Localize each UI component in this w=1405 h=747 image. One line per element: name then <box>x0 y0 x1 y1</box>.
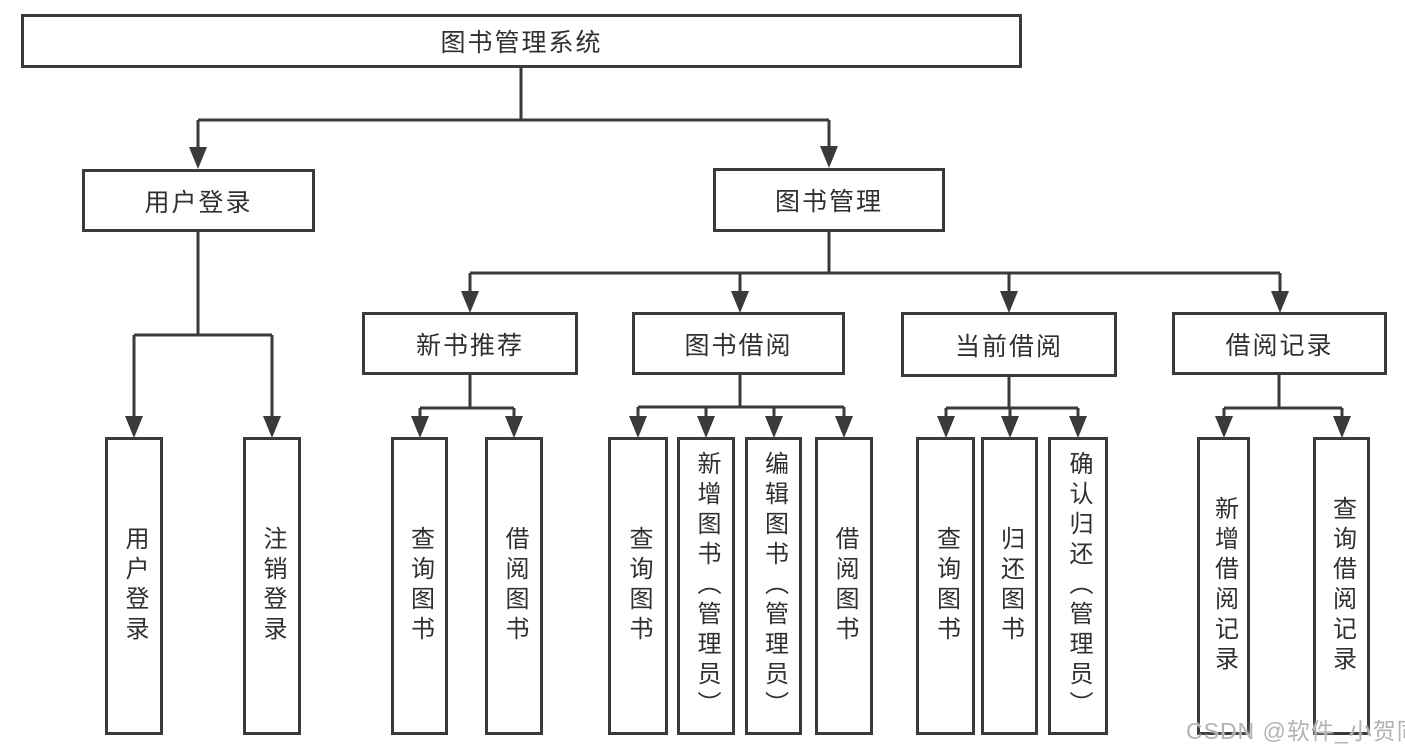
leaf-user-login: 用户登录 <box>105 437 163 735</box>
leaf-query-books-recommend: 查询图书 <box>391 437 448 735</box>
leaf-label: 用户登录 <box>121 526 148 646</box>
node-borrowing-records: 借阅记录 <box>1172 312 1387 375</box>
node-label: 图书借阅 <box>684 331 793 360</box>
node-book-management: 图书管理 <box>713 168 945 232</box>
node-library-system: 图书管理系统 <box>21 14 1022 68</box>
node-label: 借阅记录 <box>1225 331 1334 360</box>
leaf-add-book-admin: 新增图书（管理员） <box>677 437 735 735</box>
leaf-add-borrow-record: 新增借阅记录 <box>1197 437 1250 735</box>
leaf-label: 新增图书（管理员） <box>693 451 720 721</box>
node-new-book-recommendation: 新书推荐 <box>362 312 578 375</box>
node-label: 图书管理系统 <box>440 29 603 57</box>
leaf-label: 归还图书 <box>996 526 1024 646</box>
leaf-return-books: 归还图书 <box>981 437 1038 735</box>
leaf-label: 编辑图书（管理员） <box>760 451 788 721</box>
node-label: 新书推荐 <box>415 331 524 360</box>
node-user-login: 用户登录 <box>82 169 315 232</box>
node-label: 当前借阅 <box>954 332 1063 361</box>
leaf-label: 查询图书 <box>625 526 652 646</box>
leaf-confirm-return-admin: 确认归还（管理员） <box>1048 437 1108 735</box>
leaf-label: 查询借阅记录 <box>1328 496 1356 676</box>
leaf-query-books-borrowing: 查询图书 <box>608 437 668 735</box>
leaf-label: 确认归还（管理员） <box>1065 451 1092 721</box>
leaf-edit-book-admin: 编辑图书（管理员） <box>745 437 802 735</box>
leaf-label: 借阅图书 <box>501 526 528 646</box>
watermark: CSDN @软件_小贺同学 <box>1186 718 1405 744</box>
leaf-query-books-current: 查询图书 <box>916 437 975 735</box>
leaf-borrow-books-recommend: 借阅图书 <box>485 437 543 735</box>
node-label: 图书管理 <box>774 188 883 216</box>
leaf-label: 查询图书 <box>932 526 960 646</box>
leaf-label: 查询图书 <box>406 526 434 646</box>
leaf-logout: 注销登录 <box>243 437 301 735</box>
leaf-query-borrow-record: 查询借阅记录 <box>1313 437 1370 735</box>
node-book-borrowing: 图书借阅 <box>632 312 845 375</box>
node-current-borrowing: 当前借阅 <box>901 312 1117 377</box>
leaf-label: 新增借阅记录 <box>1210 496 1238 676</box>
leaf-label: 借阅图书 <box>831 526 858 646</box>
node-label: 用户登录 <box>144 188 253 217</box>
leaf-borrow-books-borrowing: 借阅图书 <box>815 437 873 735</box>
leaf-label: 注销登录 <box>259 526 286 646</box>
